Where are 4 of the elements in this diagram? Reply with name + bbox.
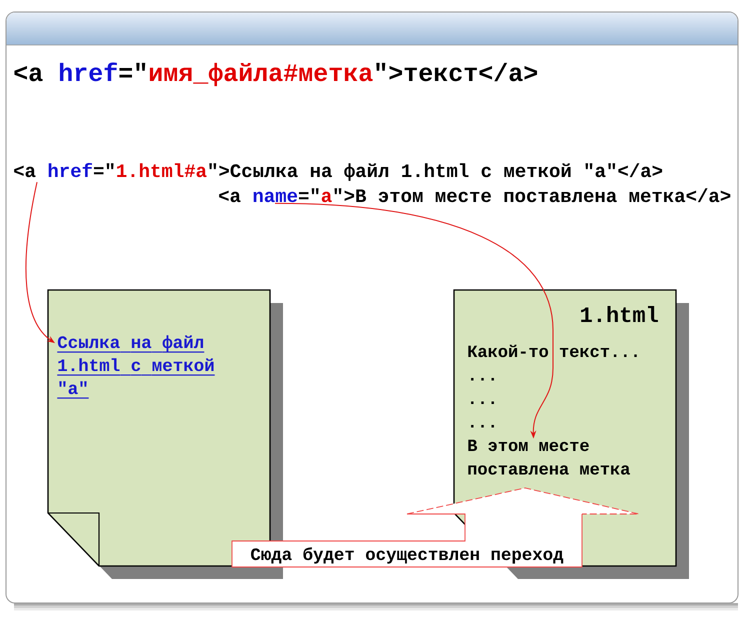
code-line: <a href="1.html#a">Ссылка на файл 1.html с меткой "a"</a>	[14, 162, 662, 181]
link-text: Ссылка на файл 1.html с меткой "a"	[57, 335, 215, 399]
code-line: <a name="a">В этом месте поставлена метка</a>	[219, 188, 730, 202]
code-line: <a href="имя_файла#метка">текст</a>	[14, 62, 538, 86]
